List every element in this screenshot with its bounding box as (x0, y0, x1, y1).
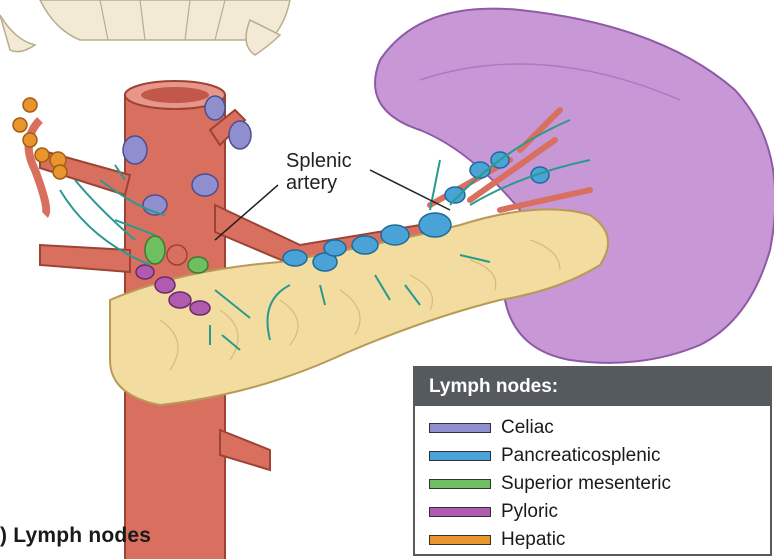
splenic-artery-label: Splenic artery (286, 150, 352, 194)
legend-label: Superior mesenteric (501, 473, 671, 495)
pyloric-swatch (429, 507, 491, 517)
superior-mesenteric-swatch (429, 479, 491, 489)
legend-box: Lymph nodes: Celiac Pancreaticosplenic S… (413, 366, 772, 556)
legend-label: Pyloric (501, 501, 558, 523)
legend-label: Pancreaticosplenic (501, 445, 660, 467)
legend-list: Celiac Pancreaticosplenic Superior mesen… (415, 406, 770, 554)
legend-item-hepatic: Hepatic (429, 526, 770, 554)
hepatic-swatch (429, 535, 491, 545)
legend-item-pyloric: Pyloric (429, 498, 770, 526)
splenic-label-line2: artery (286, 172, 352, 194)
legend-label: Celiac (501, 417, 554, 439)
celiac-swatch (429, 423, 491, 433)
hepatic-nodes (13, 98, 67, 215)
legend-title: Lymph nodes: (415, 368, 770, 406)
figure-caption: ) Lymph nodes (0, 524, 151, 548)
legend-label: Hepatic (501, 529, 565, 551)
legend-item-pancreaticosplenic: Pancreaticosplenic (429, 442, 770, 470)
legend-item-celiac: Celiac (429, 414, 770, 442)
body-outline (0, 0, 290, 55)
pancreaticosplenic-swatch (429, 451, 491, 461)
legend-item-superior-mesenteric: Superior mesenteric (429, 470, 770, 498)
splenic-label-line1: Splenic (286, 150, 352, 172)
